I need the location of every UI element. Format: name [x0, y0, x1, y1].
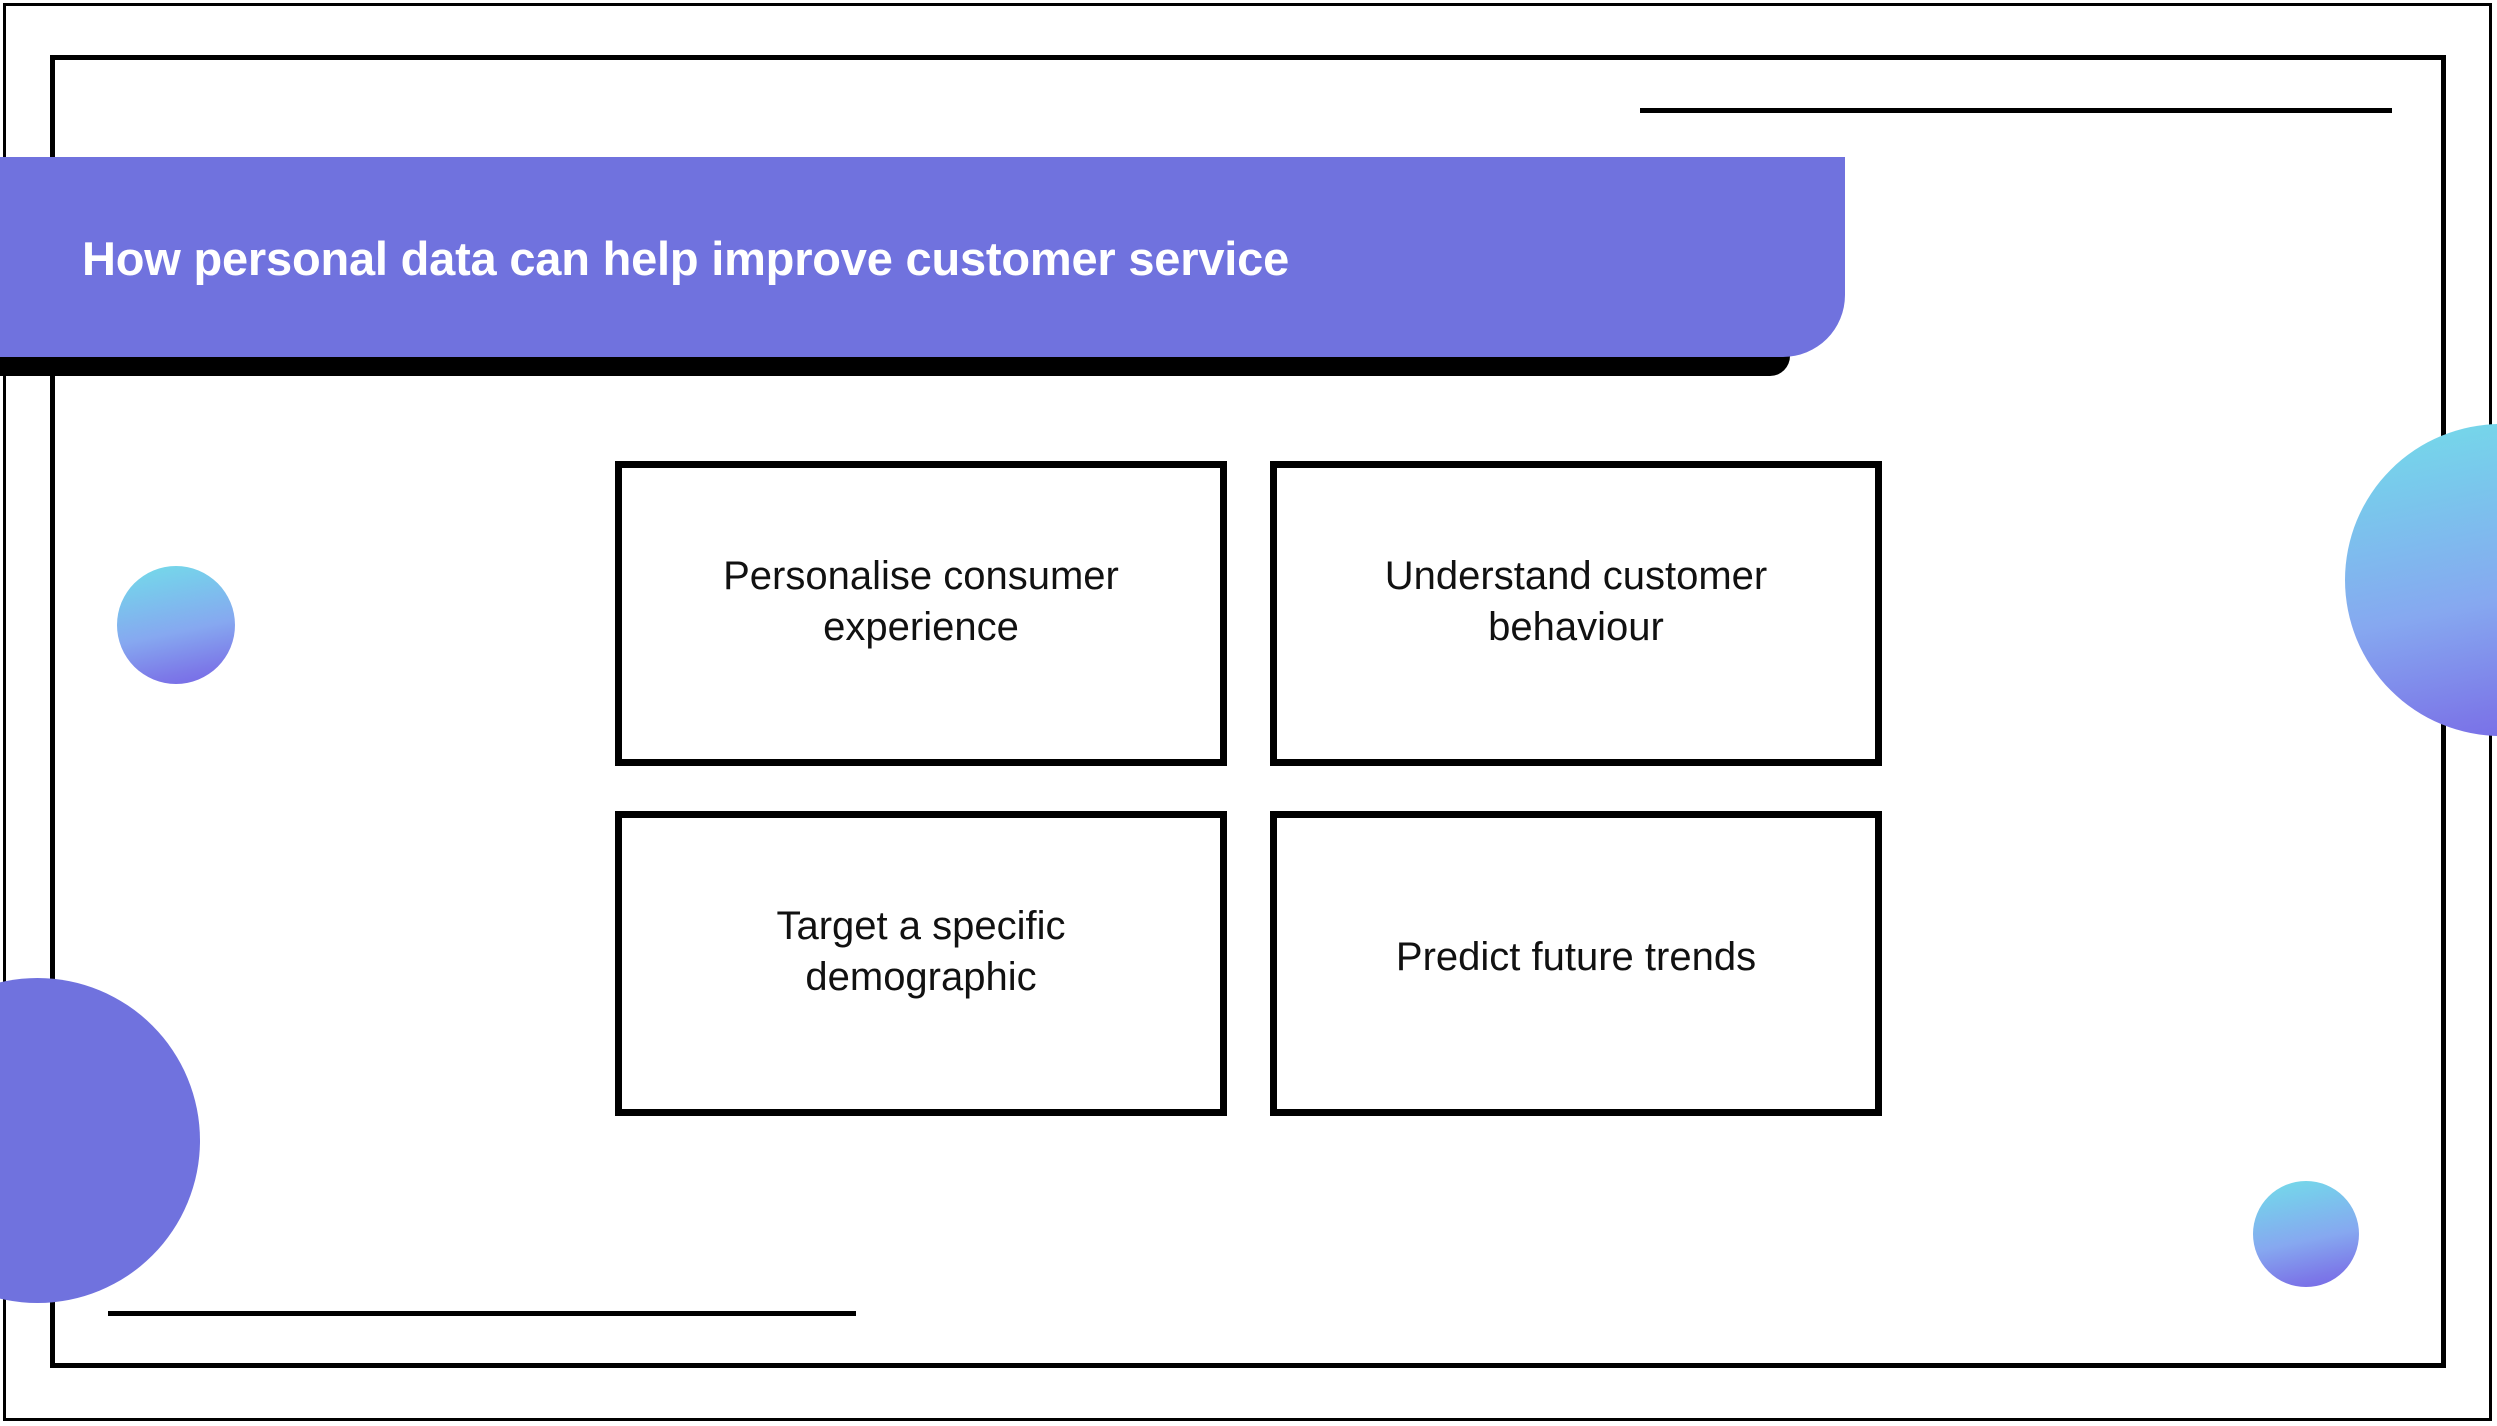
content-box-personalise-consumer-experience[interactable]: Personalise consumer experience [615, 461, 1227, 766]
bottom-left-accent-rule [108, 1311, 856, 1316]
content-box-label: Target a specific demographic [776, 904, 1066, 999]
decorative-circle-small-left [117, 566, 235, 684]
title-banner-shadow [0, 356, 1790, 376]
decorative-circle-small-bottom-right [2253, 1181, 2359, 1287]
content-box-label: Understand customer behaviour [1384, 554, 1768, 649]
content-box-target-a-specific-demographic[interactable]: Target a specific demographic [615, 811, 1227, 1116]
title-banner: How personal data can help improve custo… [0, 157, 1845, 357]
content-box-predict-future-trends[interactable]: Predict future trends [1270, 811, 1882, 1116]
content-box-label: Personalise consumer experience [723, 554, 1119, 649]
content-box-label: Predict future trends [1395, 935, 1757, 980]
top-right-accent-rule [1640, 108, 2392, 113]
content-box-grid: Personalise consumer experience Understa… [615, 461, 1883, 1116]
content-box-understand-customer-behaviour[interactable]: Understand customer behaviour [1270, 461, 1882, 766]
slide-title: How personal data can help improve custo… [82, 231, 1290, 285]
